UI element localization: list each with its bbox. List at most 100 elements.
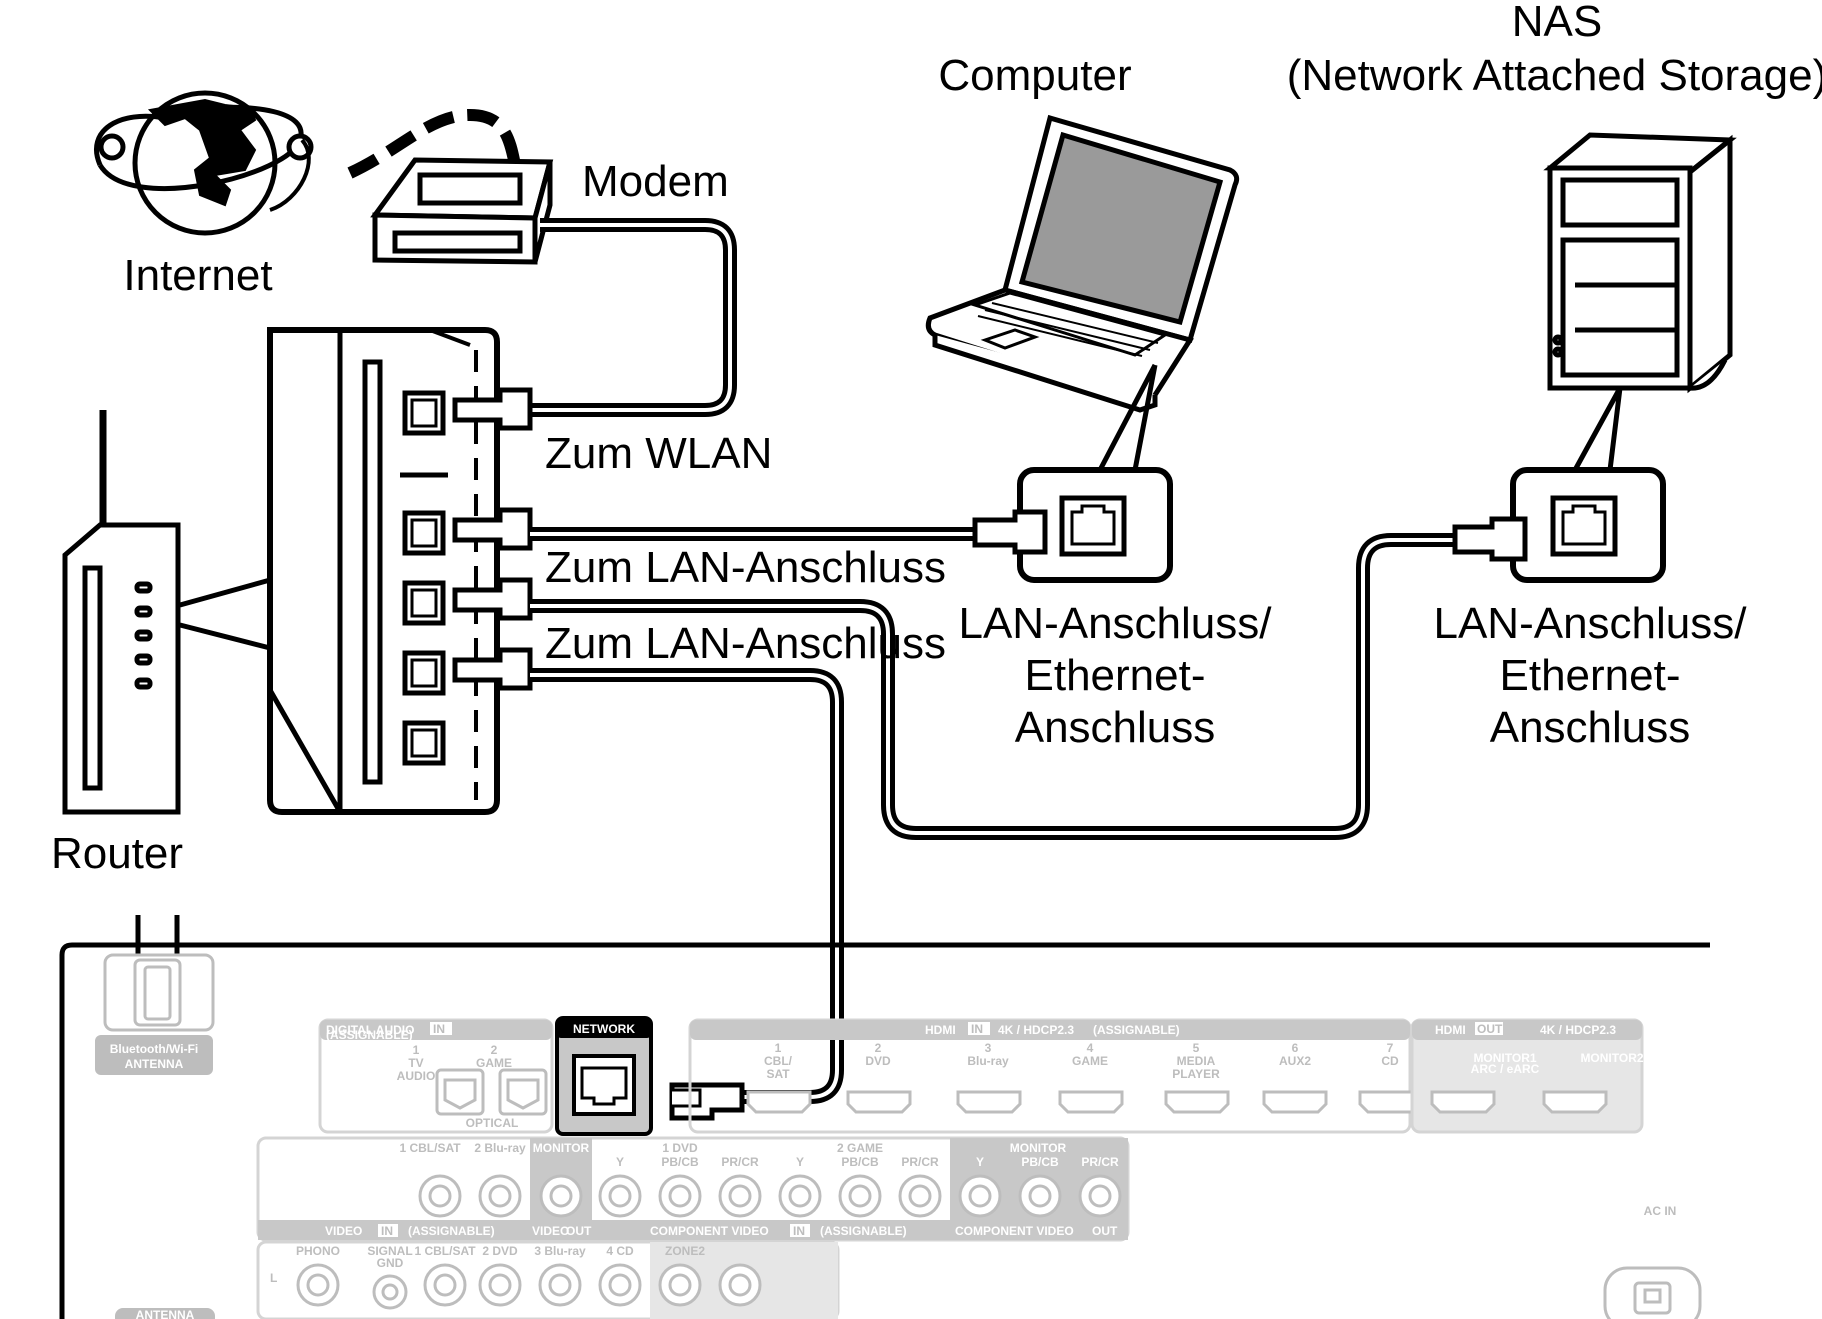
hdmi-2-name: DVD [865, 1054, 891, 1068]
hdmi-2-num: 2 [875, 1041, 882, 1055]
comp-dvd-label: 1 DVD [662, 1141, 698, 1155]
comp-game-label: 2 GAME [837, 1141, 883, 1155]
comp-pr-3: PR/CR [1081, 1155, 1119, 1169]
left-channel-mark: L [270, 1271, 277, 1285]
video-in-assignable: (ASSIGNABLE) [408, 1224, 495, 1238]
comp-pr-2: PR/CR [901, 1155, 939, 1169]
optical-2-num: 2 [491, 1043, 498, 1057]
audio-dvd-label: 2 DVD [482, 1244, 518, 1258]
hdmi-6-name: AUX2 [1279, 1054, 1311, 1068]
digital-audio-in-tag: IN [433, 1022, 445, 1036]
comp-y-2: Y [796, 1155, 804, 1169]
component-in-tag: IN [793, 1224, 805, 1238]
receiver-rear-panel: Bluetooth/Wi-Fi ANTENNA DIGITAL AUDIO IN… [59, 915, 1710, 1319]
comp-y-1: Y [616, 1155, 624, 1169]
audio-row-labels: PHONO SIGNAL GND 1 CBL/SAT 2 DVD 3 Blu-r… [270, 1244, 705, 1285]
optical-1-name-1: TV [408, 1056, 423, 1070]
hdmi-4-name: GAME [1072, 1054, 1108, 1068]
video-in-label: VIDEO [325, 1224, 362, 1238]
computer-port-label-1: LAN-Anschluss/ [958, 599, 1272, 648]
internet-modem-link [347, 108, 521, 179]
hdmi-out-label: HDMI [1435, 1023, 1466, 1037]
signal-label: SIGNAL [367, 1244, 412, 1258]
router-callout [179, 577, 271, 651]
network-port[interactable]: NETWORK [555, 1016, 653, 1136]
modem-label: Modem [582, 157, 729, 206]
hdmi-in-tag: IN [971, 1022, 983, 1036]
optical-1-num: 1 [413, 1043, 420, 1057]
receiver-plug [669, 1082, 745, 1121]
video-label-cbl: 1 CBL/SAT [399, 1141, 461, 1155]
computer-plug [972, 509, 1048, 555]
comp-pb-2: PB/CB [841, 1155, 879, 1169]
hdmi-5-name: MEDIA [1177, 1054, 1216, 1068]
audio-bluray-label: 3 Blu-ray [534, 1244, 586, 1258]
hdmi-out-tag: OUT [1477, 1022, 1503, 1036]
modem-icon [370, 157, 554, 265]
video-out-label: VIDEO [532, 1224, 569, 1238]
hdmi-5-name-2: PLAYER [1172, 1067, 1220, 1081]
router-lan-ports [402, 390, 446, 766]
router-label: Router [51, 829, 183, 878]
hdmi-3-name: Blu-ray [967, 1054, 1009, 1068]
antenna-bottom-label: ANTENNA [136, 1308, 195, 1319]
comp-pb-1: PB/CB [661, 1155, 699, 1169]
computer-label: Computer [938, 51, 1131, 100]
hdmi-in-spec: 4K / HDCP2.3 [998, 1023, 1074, 1037]
ac-in-label: AC IN [1644, 1204, 1677, 1218]
gnd-label: GND [377, 1256, 404, 1270]
rca-jacks-row-1 [418, 1174, 1122, 1218]
digital-audio-label: DIGITAL AUDIO [326, 1023, 414, 1037]
nas-port-label-1: LAN-Anschluss/ [1433, 599, 1747, 648]
router-plugs [452, 387, 533, 691]
comp-y-3: Y [976, 1155, 984, 1169]
optical-1-name-2: AUDIO [397, 1069, 436, 1083]
internet-label: Internet [123, 251, 272, 300]
computer-icon [925, 114, 1240, 413]
optical-label: OPTICAL [466, 1116, 519, 1130]
nas-port-label-2: Ethernet- [1500, 651, 1681, 700]
hdmi-6-num: 6 [1292, 1041, 1299, 1055]
hdmi-4-num: 4 [1087, 1041, 1094, 1055]
comp-monitor-label: MONITOR [1010, 1141, 1067, 1155]
nas-label-2: (Network Attached Storage) [1287, 51, 1822, 100]
component-in-label: COMPONENT VIDEO [650, 1224, 769, 1238]
router-icon [62, 410, 181, 815]
component-out-tag: OUT [1092, 1224, 1118, 1238]
hdmi-3-num: 3 [985, 1041, 992, 1055]
video-label-bluray: 2 Blu-ray [474, 1141, 526, 1155]
optical-2-name: GAME [476, 1056, 512, 1070]
hdmi-out-spec: 4K / HDCP2.3 [1540, 1023, 1616, 1037]
network-label: NETWORK [573, 1022, 635, 1036]
nas-lan-port-callout [1510, 467, 1666, 583]
hdmi-in-label: HDMI [925, 1023, 956, 1037]
nas-port-label-3: Anschluss [1490, 703, 1691, 752]
hdmi-5-num: 5 [1193, 1041, 1200, 1055]
zone2-label: ZONE2 [665, 1244, 705, 1258]
video-row-labels: 1 CBL/SAT 2 Blu-ray MONITOR Y 1 DVD PB/C… [399, 1141, 1119, 1169]
antenna-label-1: Bluetooth/Wi-Fi [110, 1042, 199, 1056]
computer-port-label-3: Anschluss [1015, 703, 1216, 752]
video-in-tag: IN [381, 1224, 393, 1238]
component-in-assignable: (ASSIGNABLE) [820, 1224, 907, 1238]
monitor1-arc: ARC / eARC [1471, 1062, 1540, 1076]
hdmi-1-num: 1 [775, 1041, 782, 1055]
hdmi-1-name: CBL/ [764, 1054, 793, 1068]
video-label-monitor: MONITOR [533, 1141, 590, 1155]
hdmi-7-name: CD [1381, 1054, 1399, 1068]
lan-cables [530, 527, 1460, 1104]
video-out-tag: OUT [566, 1224, 592, 1238]
internet-globe-icon [93, 90, 314, 236]
zum-lan-label-2: Zum LAN-Anschluss [545, 619, 946, 668]
computer-port-label-2: Ethernet- [1025, 651, 1206, 700]
zum-wlan-label: Zum WLAN [545, 429, 772, 478]
antenna-label-2: ANTENNA [125, 1057, 184, 1071]
nas-icon [1543, 132, 1737, 394]
modem-router-cable [530, 218, 737, 417]
audio-cd-label: 4 CD [606, 1244, 634, 1258]
zum-lan-label-1: Zum LAN-Anschluss [545, 543, 946, 592]
hdmi-inputs: 1 CBL/ SAT 2 DVD 3 Blu-ray 4 GAME 5 MEDI… [746, 1041, 1424, 1114]
component-out-label: COMPONENT VIDEO [955, 1224, 1074, 1238]
phono-label: PHONO [296, 1244, 340, 1258]
